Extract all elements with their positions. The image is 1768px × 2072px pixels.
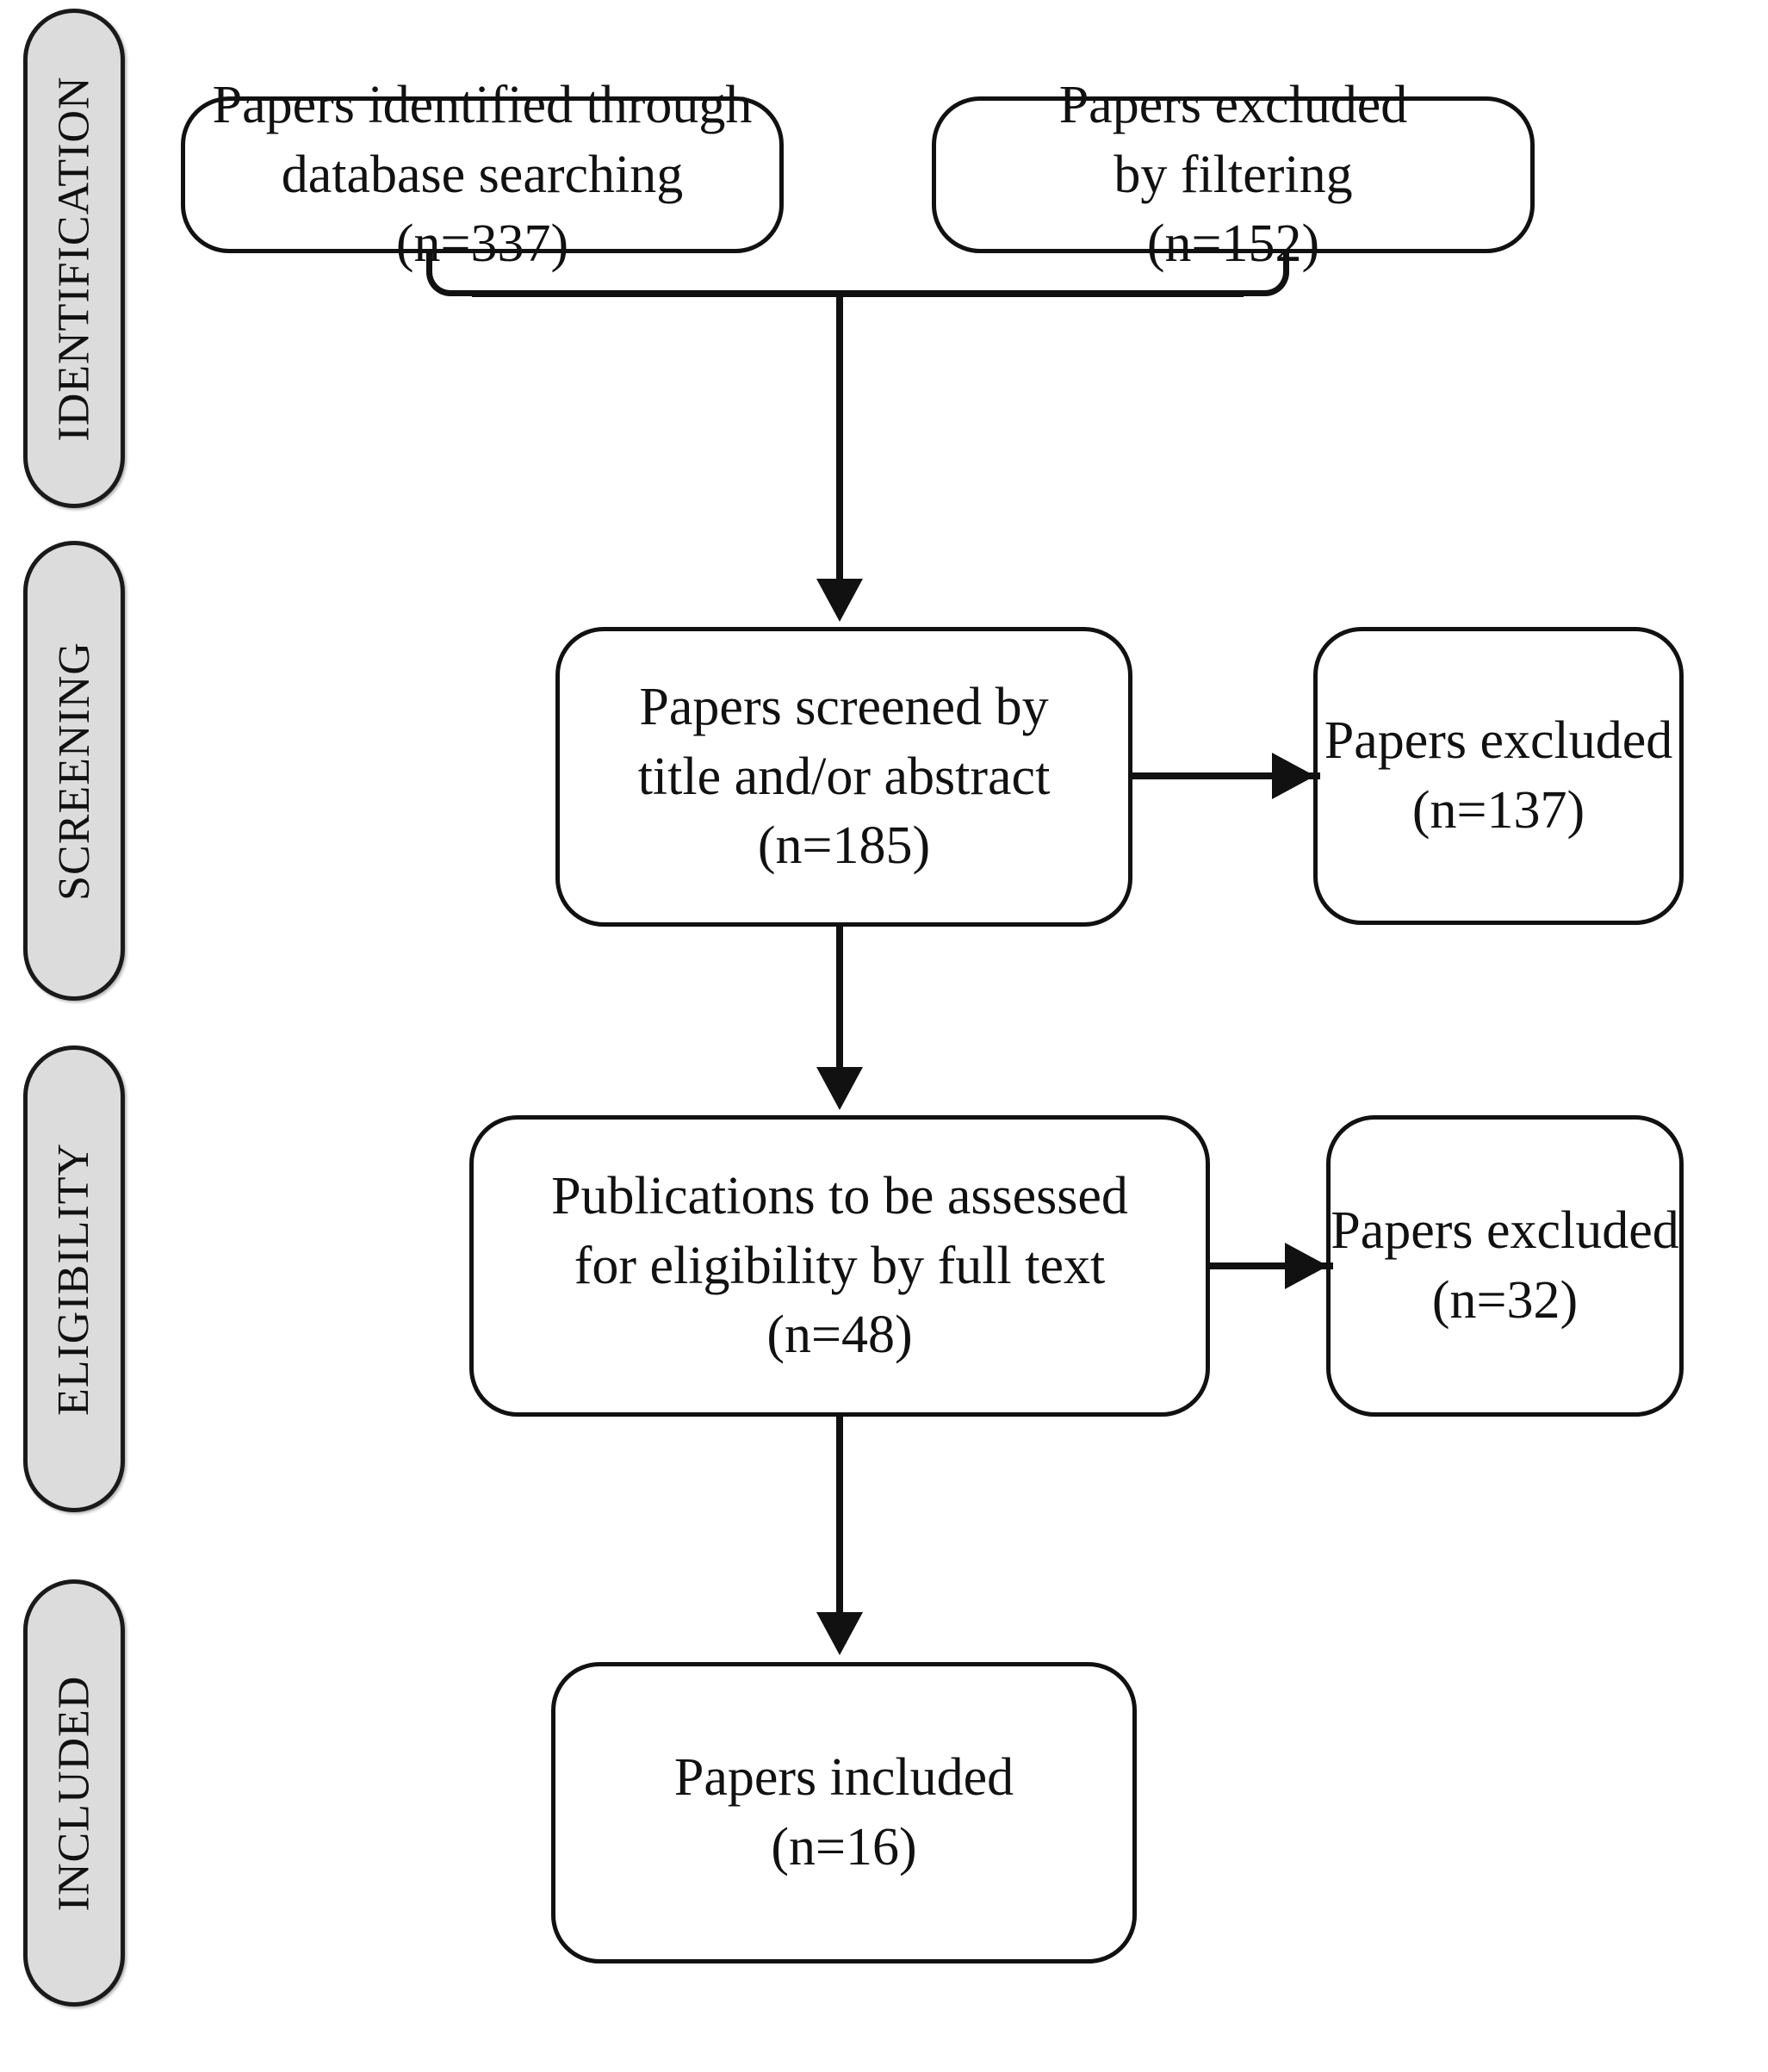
stage-pill-identification: IDENTIFICATION [23, 9, 125, 508]
box-publications-eligibility-count: (n=48) [766, 1306, 913, 1365]
box-papers-excluded-filtering-line2: by filtering [1114, 145, 1353, 204]
box-papers-excluded-screening: Papers excluded (n=137) [1313, 627, 1684, 925]
box-papers-identified-line2: database searching [281, 145, 684, 204]
box-publications-eligibility-line2: for eligibility by full text [574, 1236, 1106, 1295]
box-papers-identified-count: (n=337) [395, 214, 569, 274]
box-papers-excluded-filtering-count: (n=152) [1146, 214, 1320, 274]
arrowhead-merge-to-screened [816, 579, 863, 622]
arrowhead-screened-to-excluded [1272, 753, 1315, 799]
box-papers-excluded-filtering: Papers excluded by filtering (n=152) [932, 76, 1535, 273]
box-papers-screened-count: (n=185) [757, 816, 931, 876]
stage-label-eligibility: ELIGIBILITY [49, 1142, 99, 1416]
box-papers-screened-line2: title and/or abstract [637, 747, 1051, 806]
stage-pill-screening: SCREENING [23, 541, 125, 1001]
box-papers-identified: Papers identified through database searc… [181, 76, 784, 273]
box-papers-excluded-fulltext: Papers excluded (n=32) [1326, 1115, 1684, 1417]
box-papers-excluded-fulltext-line1: Papers excluded [1331, 1201, 1679, 1261]
connector-elbow-excluded-filtering [1238, 253, 1289, 296]
stage-pill-included: INCLUDED [23, 1579, 125, 2007]
box-papers-included-count: (n=16) [771, 1818, 917, 1877]
connector-merge-to-screened [836, 290, 843, 580]
box-papers-included-line1: Papers included [673, 1748, 1014, 1808]
box-papers-screened-line1: Papers screened by [639, 678, 1049, 737]
box-publications-eligibility: Publications to be assessed for eligibil… [469, 1115, 1210, 1417]
stage-pill-eligibility: ELIGIBILITY [23, 1045, 125, 1512]
box-papers-excluded-screening-count: (n=137) [1411, 781, 1585, 840]
arrowhead-screened-to-eligibility [816, 1067, 863, 1110]
stage-label-identification: IDENTIFICATION [49, 75, 99, 442]
connector-eligibility-to-excluded [1208, 1262, 1333, 1269]
connector-elbow-identified [426, 253, 478, 296]
box-papers-excluded-fulltext-count: (n=32) [1431, 1271, 1579, 1330]
stage-label-included: INCLUDED [49, 1675, 99, 1911]
arrowhead-eligibility-to-included [816, 1612, 863, 1655]
connector-merge-bar [472, 290, 1244, 297]
connector-eligibility-to-included [836, 1415, 843, 1613]
connector-screened-to-excluded [1131, 772, 1320, 779]
arrowhead-eligibility-to-excluded [1285, 1243, 1328, 1289]
box-papers-excluded-filtering-line1: Papers excluded [1058, 76, 1408, 135]
box-papers-excluded-screening-line1: Papers excluded [1324, 711, 1673, 771]
box-publications-eligibility-line1: Publications to be assessed [551, 1167, 1128, 1226]
box-papers-included: Papers included (n=16) [551, 1662, 1137, 1963]
connector-screened-to-eligibility [836, 925, 843, 1068]
box-papers-identified-line1: Papers identified through [212, 76, 753, 135]
stage-label-screening: SCREENING [49, 641, 99, 901]
box-papers-screened: Papers screened by title and/or abstract… [555, 627, 1132, 927]
